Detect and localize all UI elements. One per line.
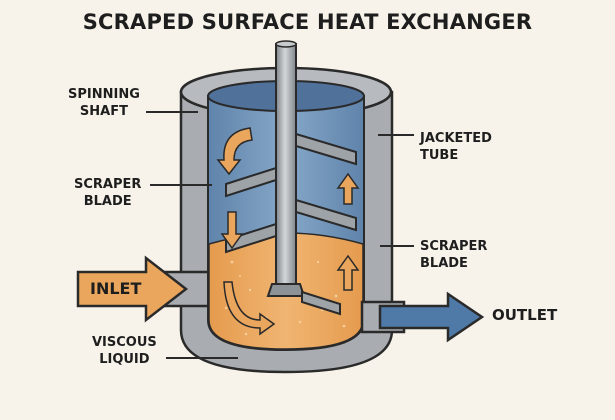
curved-flow-arrow-bottom xyxy=(223,281,276,336)
diagram-title: SCRAPED SURFACE HEAT EXCHANGER xyxy=(82,10,533,34)
outlet-pipe xyxy=(360,291,485,343)
label-viscous-liquid: VISCOUS LIQUID xyxy=(92,335,157,367)
label-scraper-blade-left: SCRAPER BLADE xyxy=(74,177,142,209)
curved-flow-arrow-top xyxy=(216,127,253,176)
inlet-arrow xyxy=(76,255,189,323)
up-flow-arrow-upper xyxy=(336,172,360,205)
down-flow-arrow xyxy=(220,211,244,250)
label-jacketed-tube: JACKETED TUBE xyxy=(420,131,492,163)
scraper-blades xyxy=(225,132,357,316)
label-inlet: INLET xyxy=(90,279,142,298)
spinning-shaft xyxy=(266,40,306,297)
label-spinning-shaft: SPINNING SHAFT xyxy=(68,87,140,119)
flow-arrows xyxy=(216,127,360,336)
up-flow-arrow-lower xyxy=(336,254,360,291)
label-scraper-blade-right: SCRAPER BLADE xyxy=(420,239,488,271)
label-outlet: OUTLET xyxy=(492,306,558,324)
leader-lines xyxy=(146,111,414,359)
outlet-arrow xyxy=(378,291,485,343)
